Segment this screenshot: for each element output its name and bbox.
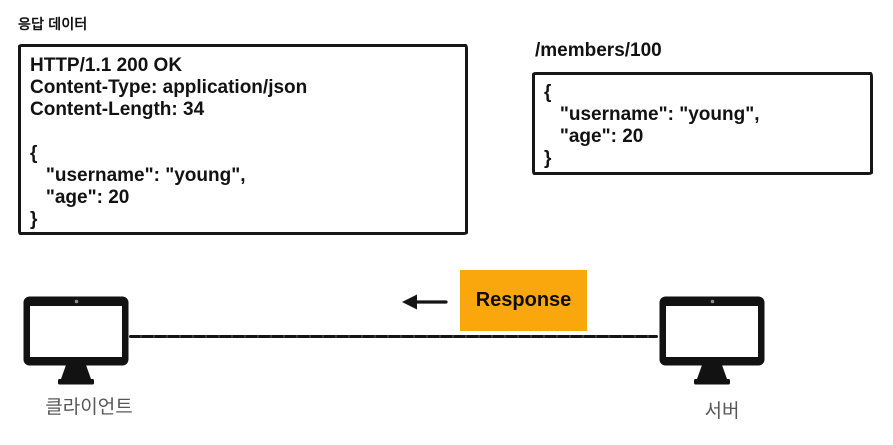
client-label: 클라이언트: [45, 397, 133, 418]
resource-body-panel: { "username": "young", "age": 20 }: [532, 72, 873, 175]
response-badge-label: Response: [475, 289, 572, 311]
network-line: [129, 335, 658, 338]
request-path-label: /members/100: [535, 40, 662, 61]
client-monitor-icon: [22, 295, 130, 391]
server-label: 서버: [704, 401, 740, 422]
response-headers-and-body: HTTP/1.1 200 OK Content-Type: applicatio…: [30, 55, 308, 230]
server-monitor-icon: [657, 295, 767, 391]
resource-json-body: { "username": "young", "age": 20 }: [544, 82, 760, 169]
diagram-title: 응답 데이터: [18, 16, 88, 32]
response-data-panel: HTTP/1.1 200 OK Content-Type: applicatio…: [18, 44, 468, 235]
response-arrow-icon: [400, 292, 448, 312]
response-badge: Response: [460, 270, 587, 331]
